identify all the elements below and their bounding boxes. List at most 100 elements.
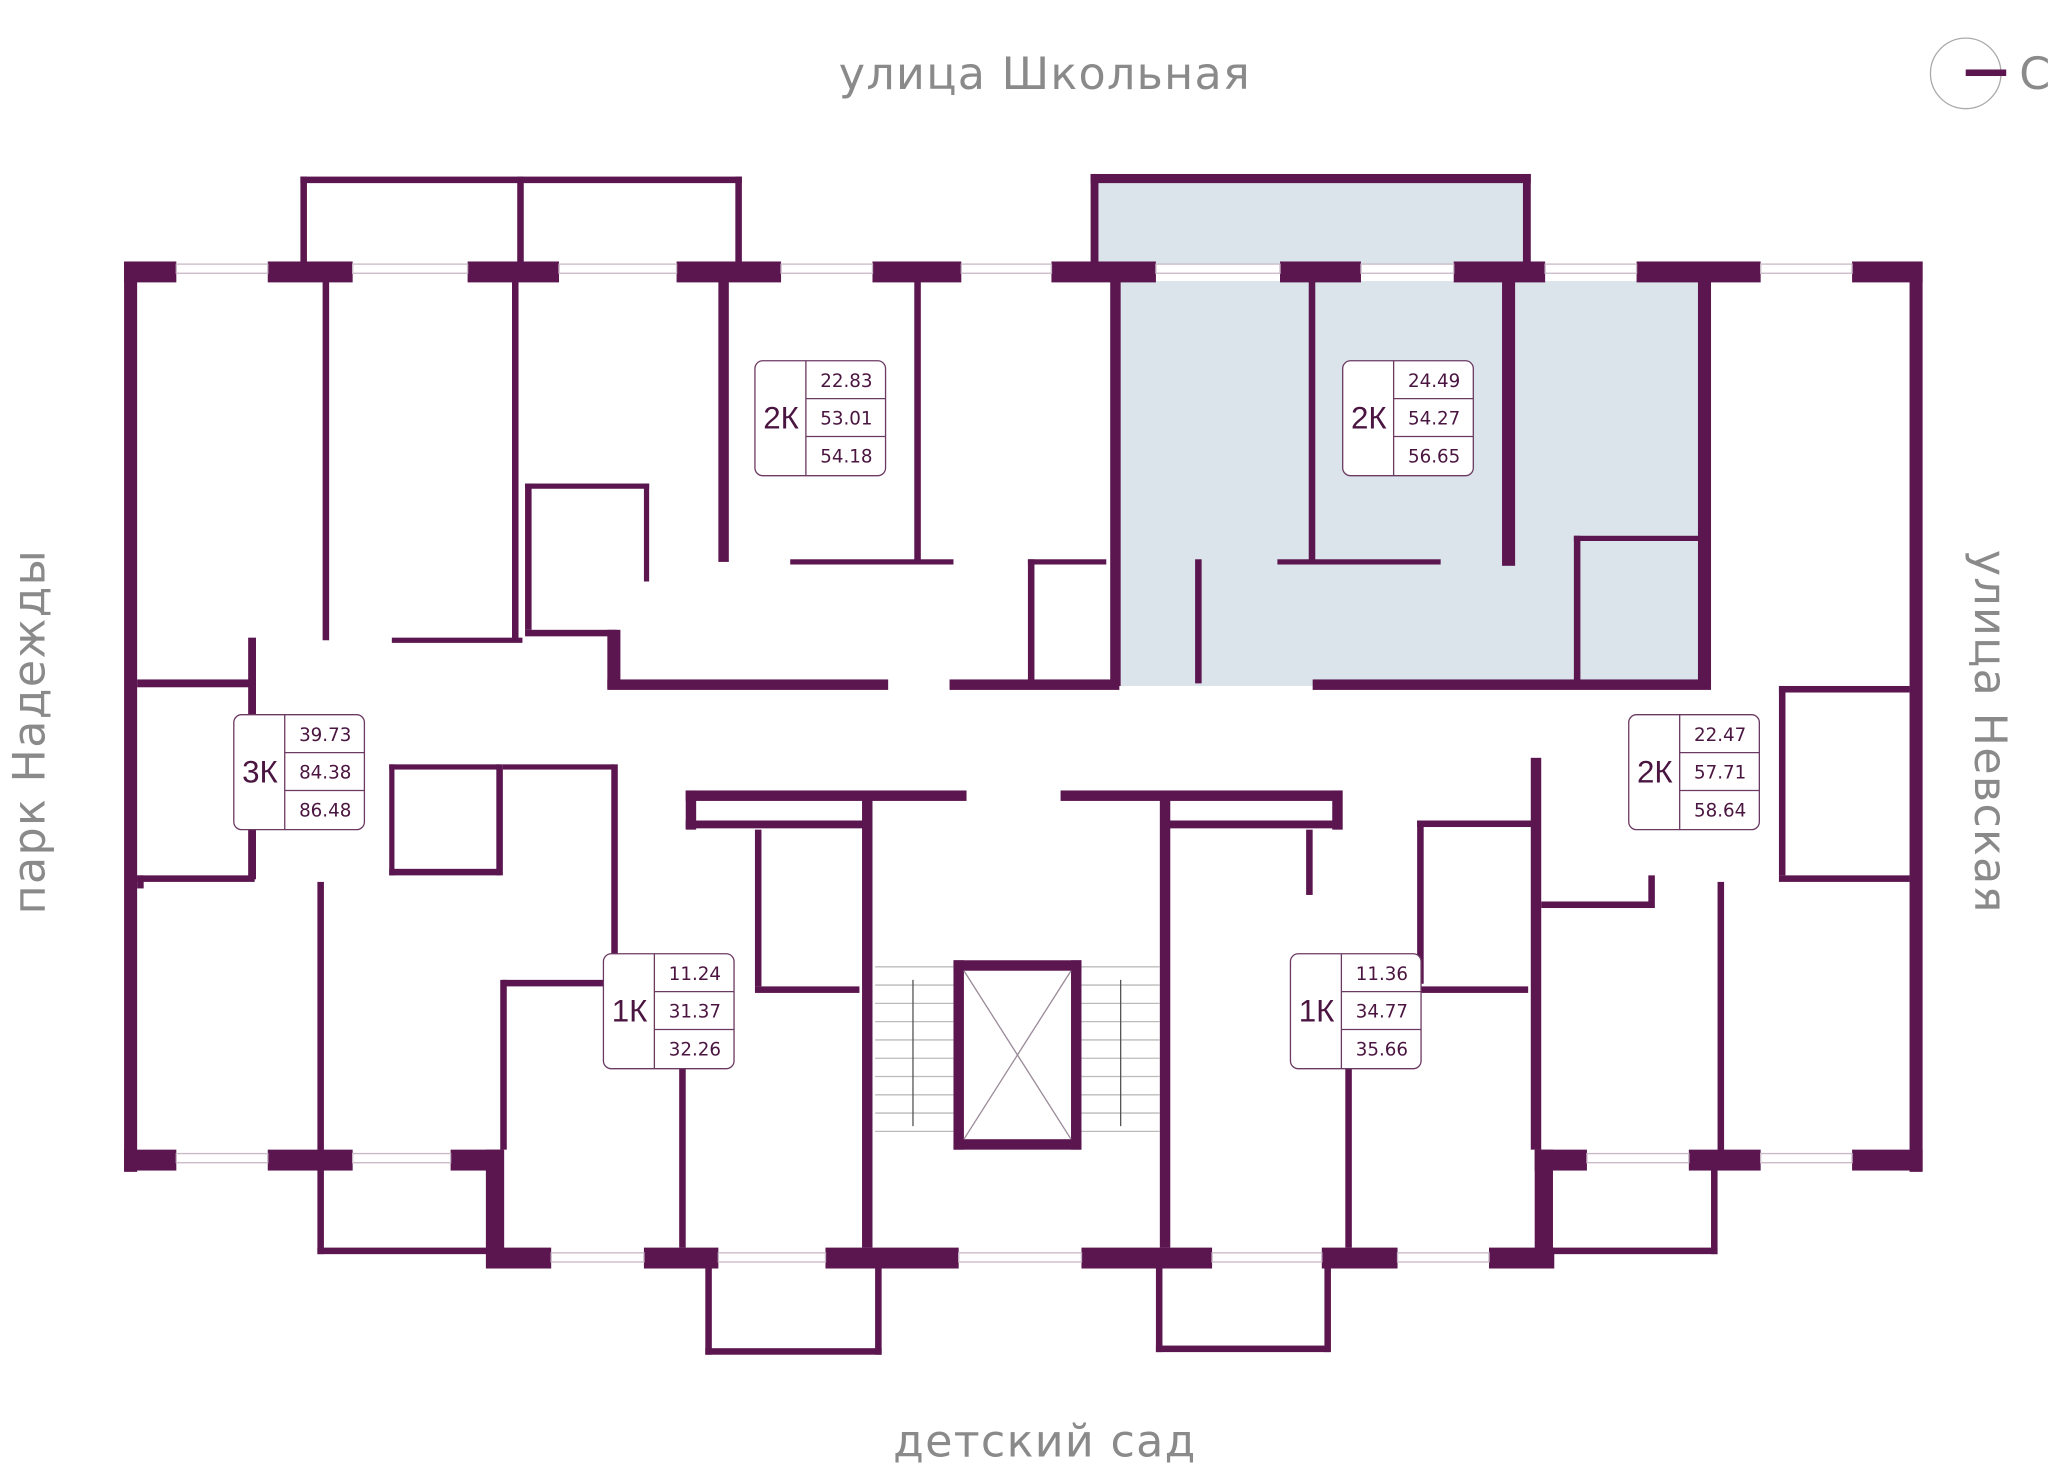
wall — [1071, 960, 1082, 1150]
apartment-total-area: 32.26 — [669, 1040, 721, 1061]
wall — [496, 764, 503, 876]
wall — [872, 261, 962, 283]
wall — [754, 986, 860, 993]
wall — [1168, 820, 1339, 829]
wall — [1648, 875, 1655, 909]
window — [1211, 1252, 1323, 1263]
wall — [391, 637, 523, 643]
apartment-living-area: 22.83 — [820, 371, 872, 392]
wall — [525, 483, 650, 489]
window — [1360, 263, 1455, 274]
wall — [300, 176, 307, 265]
wall — [1324, 1267, 1331, 1353]
window — [1544, 263, 1638, 274]
wall — [317, 881, 324, 1157]
wall — [643, 483, 650, 582]
apartment-area: 53.01 — [820, 409, 872, 430]
window — [958, 1252, 1083, 1263]
apartment-type: 1К — [612, 994, 648, 1029]
wall — [1417, 820, 1535, 828]
wall — [790, 559, 954, 565]
card-frame — [1628, 714, 1760, 831]
wall — [1717, 881, 1725, 1157]
apartment-area: 84.38 — [299, 763, 351, 784]
window — [1586, 1152, 1690, 1164]
wall — [1312, 679, 1712, 690]
wall — [1573, 535, 1705, 541]
wall — [1909, 261, 1923, 1172]
wall — [1502, 281, 1516, 566]
wall — [676, 261, 782, 283]
wall — [1345, 986, 1529, 993]
wall — [124, 1149, 177, 1171]
street-label-top: улица Школьная — [839, 49, 1251, 100]
wall — [1159, 799, 1171, 1248]
highlighted-apartment[interactable] — [1094, 180, 1709, 686]
apartment-type: 3К — [242, 755, 278, 790]
wall — [1852, 1149, 1923, 1171]
wall — [875, 1267, 882, 1355]
card-frame — [754, 360, 887, 477]
wall — [953, 960, 1082, 971]
wall — [754, 829, 762, 987]
wall — [1541, 901, 1653, 909]
wall — [1308, 281, 1316, 562]
window — [352, 263, 469, 274]
wall — [1155, 1267, 1163, 1353]
window — [175, 263, 269, 274]
apartment-area: 54.27 — [1408, 409, 1460, 430]
apartment-type: 1К — [1299, 994, 1335, 1029]
window — [352, 1152, 452, 1164]
wall — [317, 1247, 488, 1255]
wall — [389, 868, 501, 876]
wall — [1195, 559, 1202, 684]
wall — [1277, 559, 1441, 565]
windows — [175, 263, 1853, 1263]
compass-north-label: С — [2019, 49, 2048, 100]
window — [960, 263, 1053, 274]
window — [558, 263, 678, 274]
wall — [862, 799, 873, 1248]
wall — [953, 1139, 1082, 1150]
wall — [467, 261, 560, 283]
wall — [1110, 281, 1121, 686]
wall — [124, 261, 138, 1172]
wall — [735, 176, 742, 265]
wall — [1778, 875, 1910, 882]
apartment-total-area: 86.48 — [299, 801, 351, 822]
wall — [267, 1149, 353, 1171]
wall — [517, 176, 524, 265]
wall — [705, 1267, 712, 1355]
apartment-living-area: 22.47 — [1694, 725, 1746, 746]
north-compass-icon — [1929, 37, 2007, 110]
wall — [1530, 757, 1542, 1150]
wall — [1778, 685, 1786, 876]
wall — [1345, 986, 1352, 1248]
apartment-area: 34.77 — [1356, 1002, 1408, 1023]
wall — [643, 1247, 719, 1269]
wall — [949, 679, 1120, 690]
apartment-living-area: 24.49 — [1408, 371, 1460, 392]
wall — [1852, 261, 1923, 283]
wall — [679, 986, 686, 1248]
wall — [607, 679, 889, 690]
wall — [607, 629, 621, 689]
wall — [137, 875, 144, 889]
wall — [685, 790, 967, 801]
apartment-type: 2К — [763, 401, 799, 436]
window — [1760, 263, 1853, 274]
apartment-living-area: 11.24 — [669, 964, 721, 985]
wall — [611, 764, 618, 987]
wall — [317, 1169, 324, 1255]
wall — [322, 281, 330, 641]
card-frame — [1289, 953, 1422, 1070]
wall — [1417, 820, 1424, 984]
wall — [1551, 1247, 1718, 1255]
wall — [1534, 1149, 1553, 1255]
